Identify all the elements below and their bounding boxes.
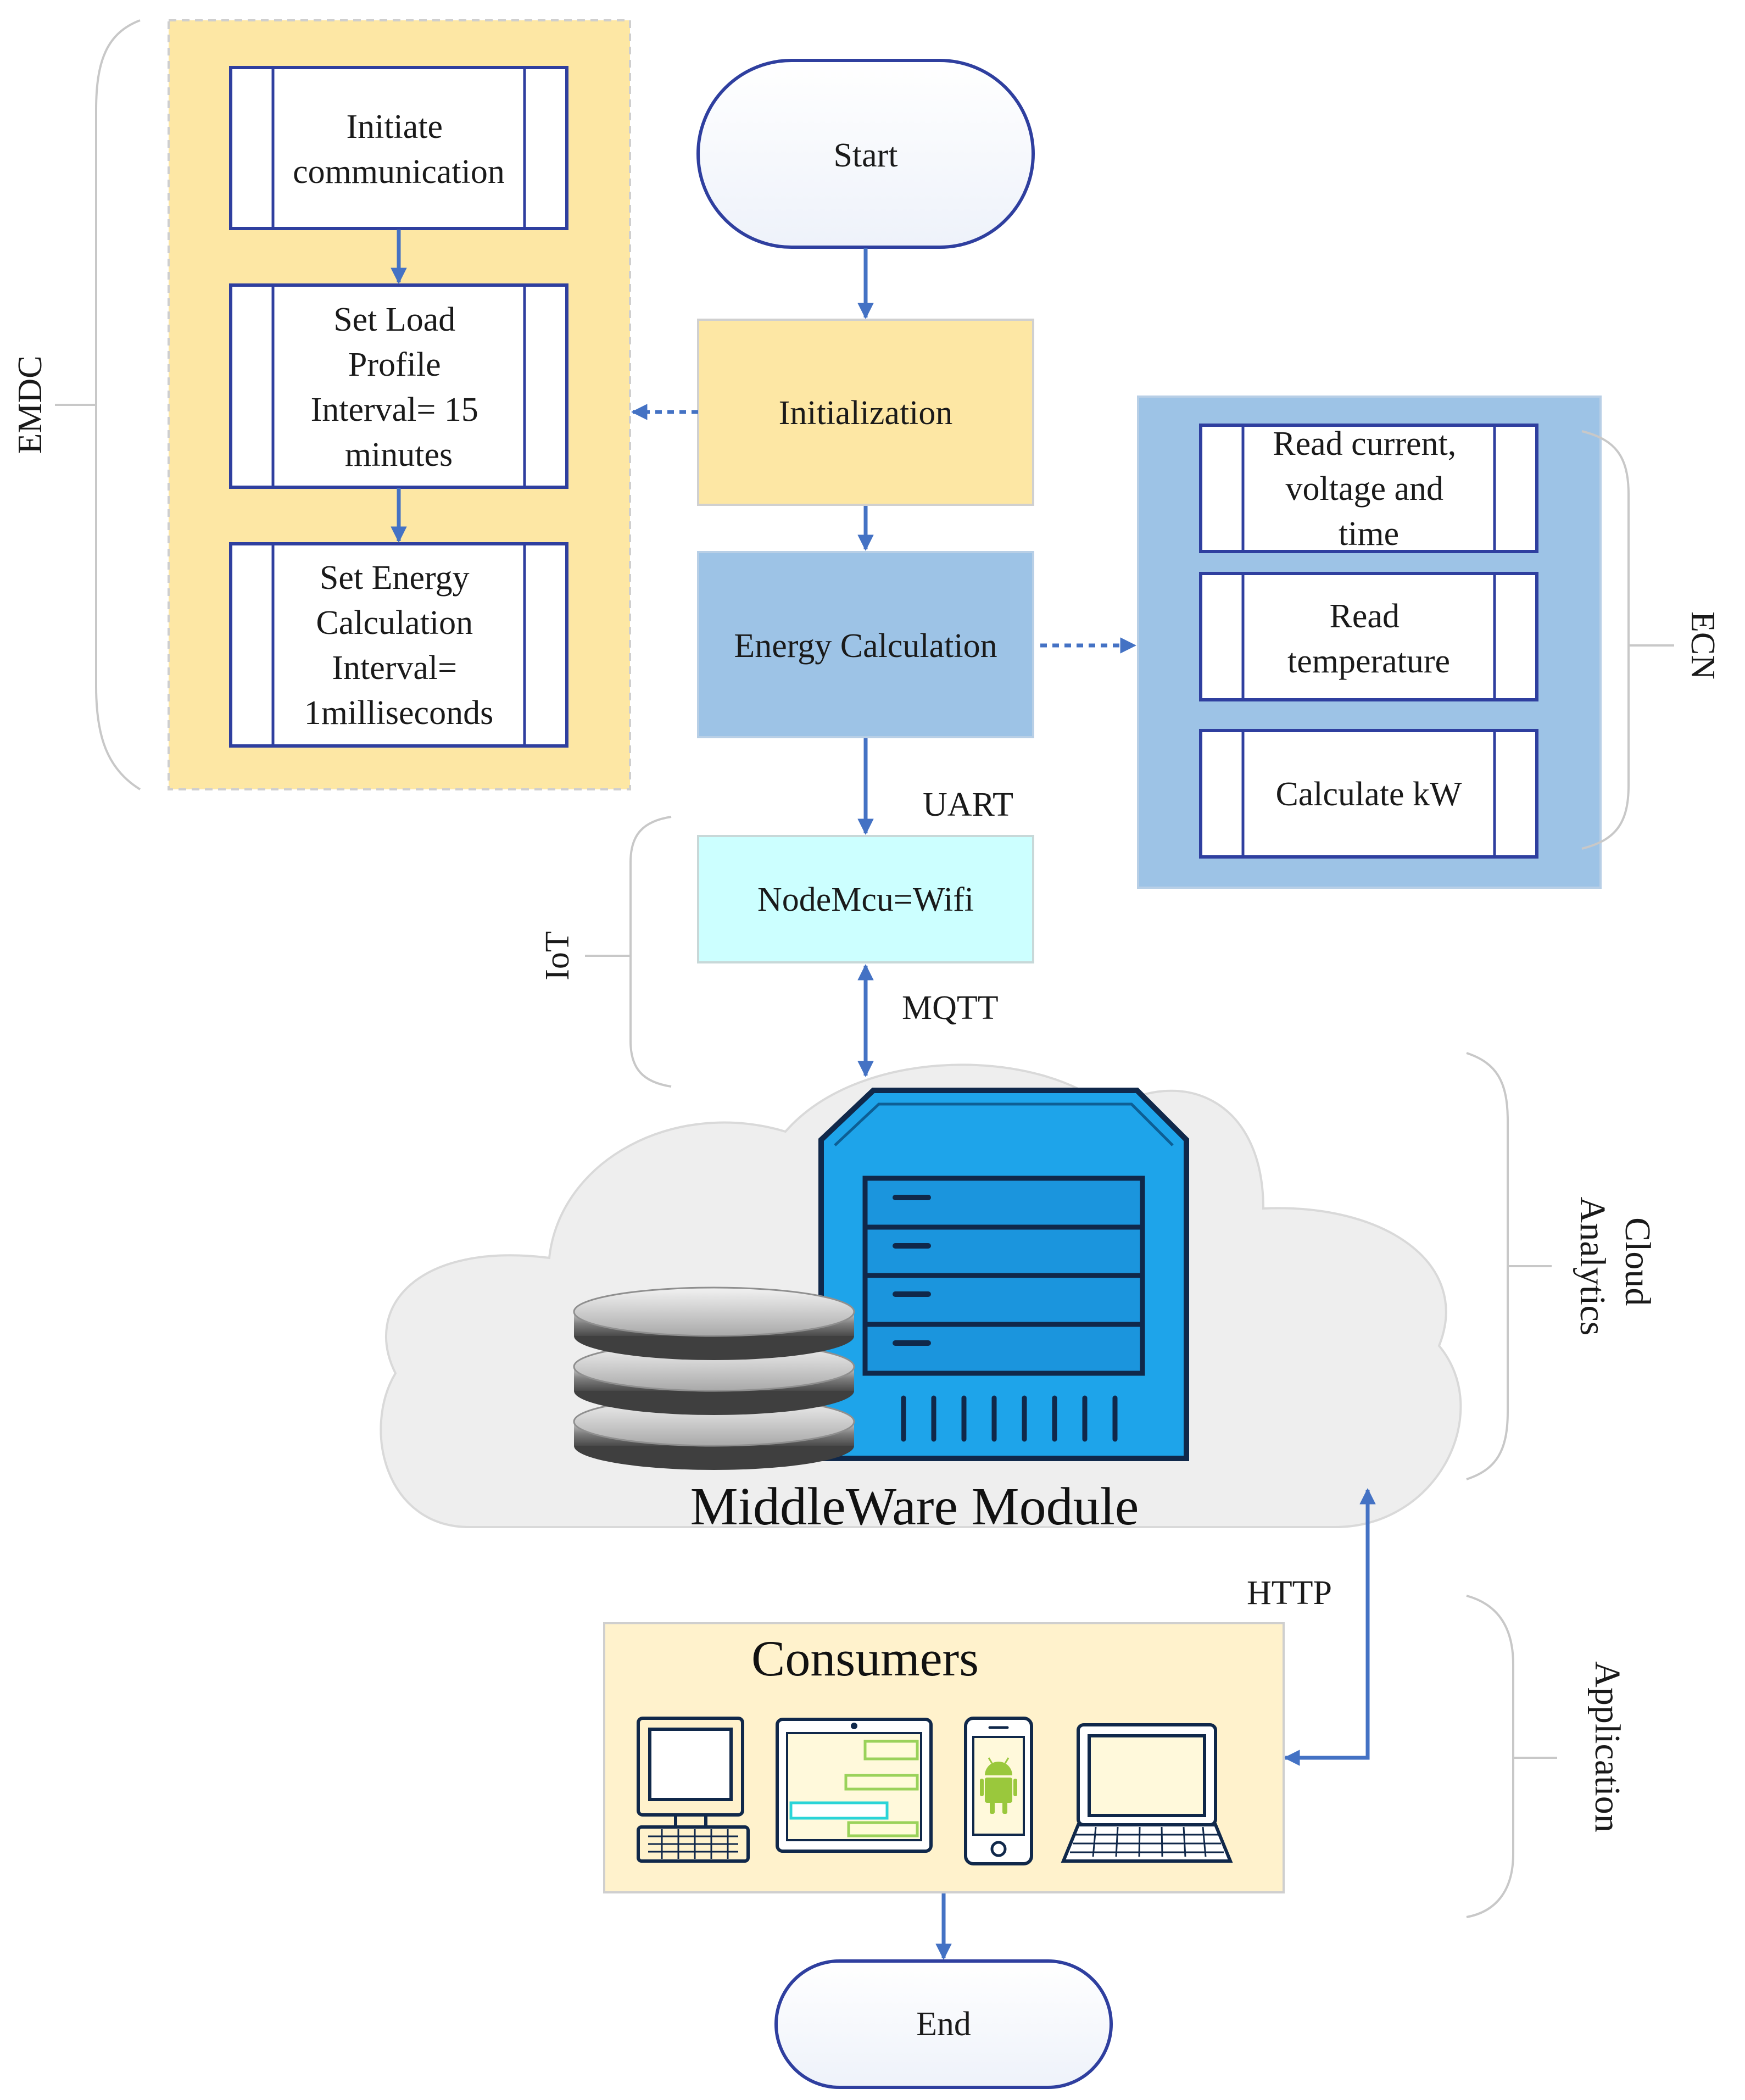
iot-brace <box>585 816 672 1088</box>
ecn-step-calculate-kw: Calculate kW <box>1199 729 1538 859</box>
application-brace <box>1466 1595 1557 1918</box>
initialization-text: Initialization <box>779 394 953 432</box>
nodemcu-text: NodeMcu=Wifi <box>757 881 974 918</box>
emdc-step-1-text: Initiate communication <box>293 108 505 191</box>
ecn-step-3-text: Calculate kW <box>1275 776 1462 813</box>
ecn-step-2-text: Read temperature <box>1287 598 1450 680</box>
ecn-step-read-current: Read current, voltage and time <box>1199 424 1538 553</box>
emdc-step-set-energy-calculation: Set Energy Calculation Interval= 1millis… <box>229 542 568 748</box>
end-text: End <box>916 2006 971 2043</box>
database-icon <box>573 1286 855 1470</box>
ecn-panel: Read current, voltage and time Read temp… <box>1137 396 1602 889</box>
cloud-analytics-label: Cloud Analytics <box>1573 1197 1658 1336</box>
ecn-step-1-text: Read current, voltage and time <box>1273 425 1464 553</box>
iot-label: IoT <box>539 931 576 981</box>
nodemcu-box: NodeMcu=Wifi <box>697 835 1034 963</box>
laptop-icon <box>1061 1723 1233 1863</box>
server-icon <box>818 1088 1189 1461</box>
ecn-label: ECN <box>1684 611 1721 679</box>
cloud-brace <box>1466 1052 1552 1480</box>
consumers-title: Consumers <box>751 1630 979 1686</box>
ecn-brace <box>1581 430 1674 850</box>
desktop-icon <box>637 1717 750 1863</box>
emdc-step-2-text: Set Load Profile Interval= 15 minutes <box>311 301 487 474</box>
android-phone-icon <box>964 1717 1033 1865</box>
emdc-panel: Initiate communication Set Load Profile … <box>168 19 631 790</box>
emdc-label: EMDC <box>12 355 49 454</box>
tablet-icon <box>776 1718 933 1853</box>
application-label: Application <box>1587 1661 1627 1832</box>
middleware-module-label: MiddleWare Module <box>690 1477 1139 1536</box>
start-text: Start <box>833 137 897 174</box>
http-label: HTTP <box>1247 1574 1332 1612</box>
ecn-step-read-temperature: Read temperature <box>1199 572 1538 701</box>
emdc-brace <box>55 19 141 790</box>
energy-calculation-text: Energy Calculation <box>734 627 997 665</box>
uart-label: UART <box>923 786 1013 823</box>
mqtt-label: MQTT <box>902 989 999 1027</box>
emdc-step-initiate-communication: Initiate communication <box>229 66 568 230</box>
end-terminator: End <box>774 1959 1113 2089</box>
emdc-step-set-load-profile: Set Load Profile Interval= 15 minutes <box>229 283 568 489</box>
start-terminator: Start <box>696 59 1035 249</box>
energy-calculation-box: Energy Calculation <box>697 551 1034 738</box>
arrow-http-bidirectional <box>1284 1488 1376 1766</box>
android-robot-icon <box>980 1757 1017 1814</box>
emdc-step-3-text: Set Energy Calculation Interval= 1millis… <box>304 559 493 732</box>
initialization-box: Initialization <box>697 319 1034 506</box>
consumers-panel: Consumers <box>603 1622 1285 1893</box>
